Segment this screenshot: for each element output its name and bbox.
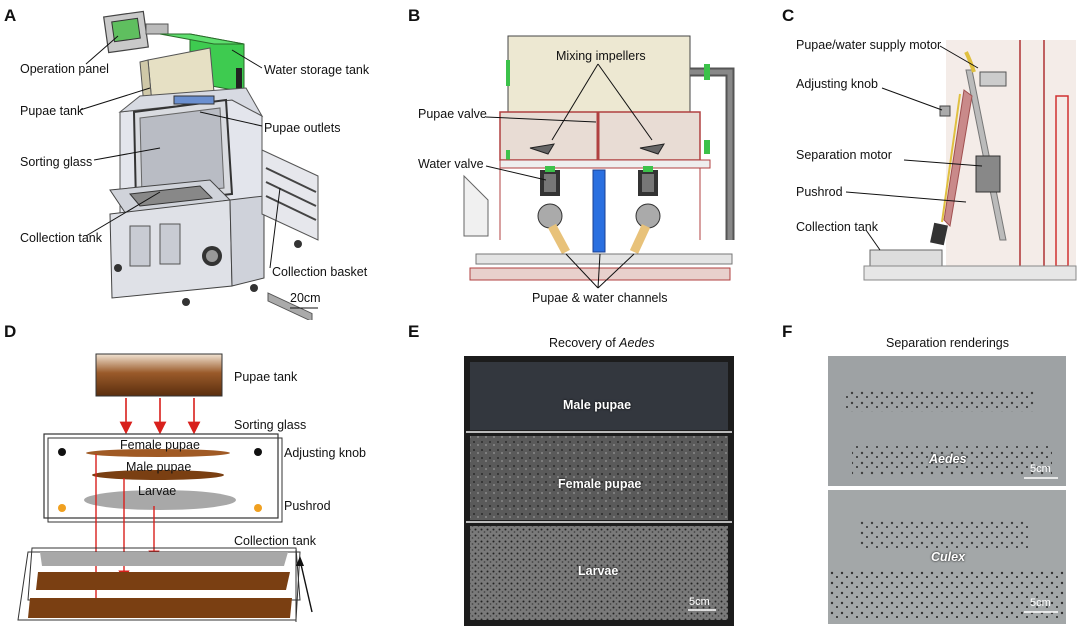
photo-e: [464, 356, 734, 626]
label-female-pupae-e: Female pupae: [558, 477, 642, 491]
label-sorting-glass-d: Sorting glass: [234, 418, 307, 432]
panel-letter-b: B: [408, 6, 421, 25]
panel-letter-c: C: [782, 6, 795, 25]
label-pushrod-c: Pushrod: [796, 185, 843, 199]
label-water-valve: Water valve: [418, 157, 484, 171]
label-male-pupae-e: Male pupae: [563, 398, 632, 412]
label-collection-tank-d: Collection tank: [234, 534, 316, 548]
label-aedes-f: Aedes: [929, 452, 967, 466]
label-collection-tank-c: Collection tank: [796, 220, 878, 234]
label-water-storage-tank: Water storage tank: [264, 63, 370, 77]
label-male-pupae-d: Male pupae: [126, 460, 192, 474]
title-e-species: Aedes: [619, 336, 655, 350]
label-pupae-tank: Pupae tank: [20, 104, 84, 118]
label-collection-tank: Collection tank: [20, 231, 102, 245]
title-e: Recovery of Aedes: [549, 336, 655, 350]
title-f: Separation renderings: [886, 336, 1009, 350]
label-female-pupae-d: Female pupae: [120, 438, 200, 452]
label-pushrod-d: Pushrod: [284, 499, 331, 513]
label-larvae-e: Larvae: [578, 564, 619, 578]
scale-bar-e: 5cm: [689, 596, 710, 608]
label-pupae-tank-d: Pupae tank: [234, 370, 298, 384]
label-adjusting-knob-c: Adjusting knob: [796, 77, 879, 91]
label-adjusting-knob-d: Adjusting knob: [284, 446, 367, 460]
label-separation-motor: Separation motor: [796, 148, 892, 162]
panel-letter-d: D: [4, 322, 17, 341]
label-pupae-valve: Pupae valve: [418, 107, 487, 121]
label-operation-panel: Operation panel: [20, 62, 109, 76]
panel-letter-f: F: [782, 322, 793, 341]
panel-letter-a: A: [4, 6, 17, 25]
panel-letter-e: E: [408, 322, 420, 341]
label-culex-f: Culex: [931, 550, 966, 564]
label-pupae-outlets: Pupae outlets: [264, 121, 341, 135]
machine-render-a: [79, 10, 319, 320]
scale-bar-f-top: 5cm: [1030, 463, 1051, 475]
label-larvae-d: Larvae: [138, 484, 177, 498]
valve-render-b: [463, 35, 735, 289]
label-collection-basket: Collection basket: [272, 265, 368, 279]
schematic-d: [17, 353, 313, 622]
scale-bar-a: 20cm: [290, 291, 321, 305]
title-e-prefix: Recovery of: [549, 336, 620, 350]
label-mixing-impellers: Mixing impellers: [556, 49, 646, 63]
label-sorting-glass: Sorting glass: [20, 155, 93, 169]
label-pupae-water-channels: Pupae & water channels: [532, 291, 668, 305]
side-render-c: [845, 40, 1077, 281]
label-supply-motor: Pupae/water supply motor: [796, 38, 942, 52]
scale-bar-f-bottom: 5cm: [1030, 597, 1051, 609]
